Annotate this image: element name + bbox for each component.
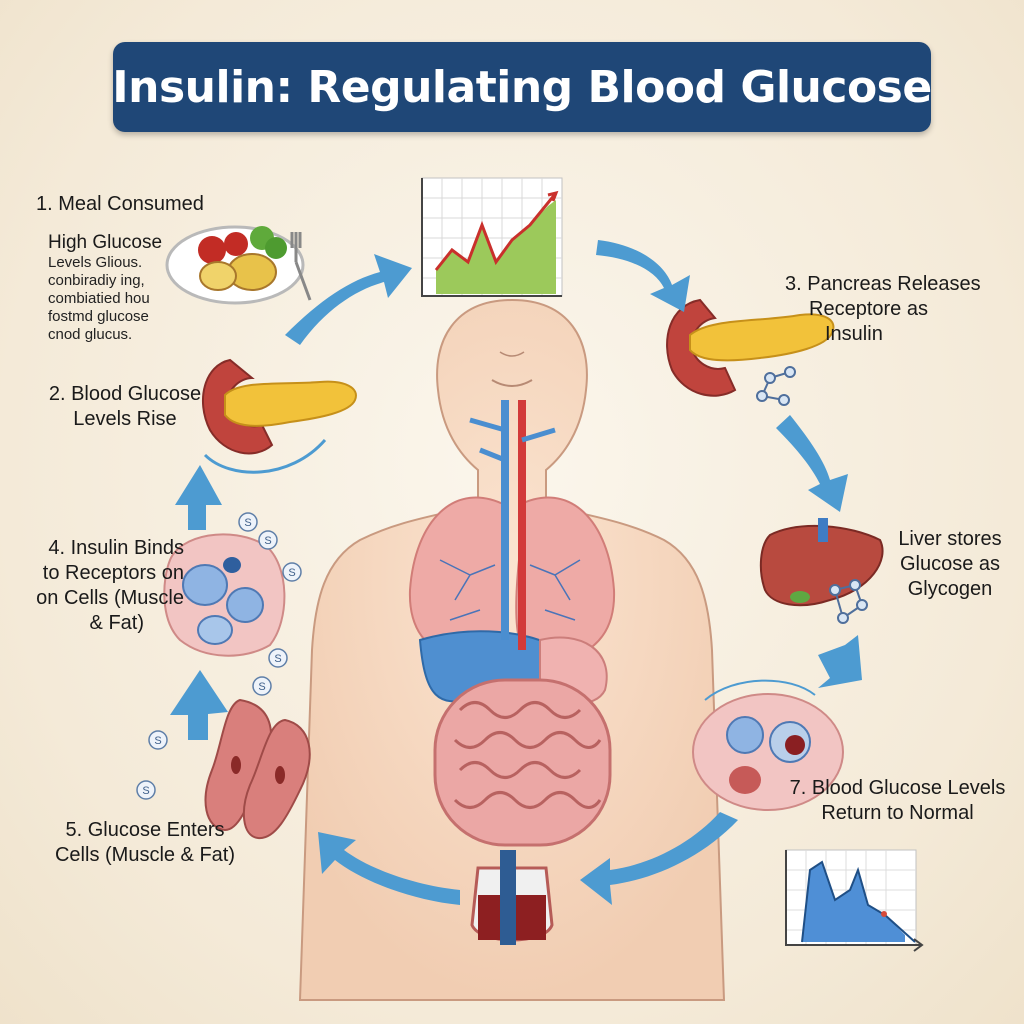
step5-line1: 5. Glucose Enters [65, 819, 225, 841]
fat-cells [163, 533, 286, 657]
arrow-blood-to-center [580, 812, 738, 905]
step4-line3: on Cells (Muscle [36, 587, 184, 609]
step5-label: 5. Glucose Enters Cells (Muscle & Fat) [40, 818, 250, 868]
molecule-label: S [244, 517, 251, 529]
step4-line4: & Fat) [89, 612, 144, 634]
title-banner: Insulin: Regulating Blood Glucose [112, 42, 932, 132]
step2-label: 2. Blood Glucose Levels Rise [40, 382, 210, 432]
step1-line6: cnod glucus. [48, 326, 133, 343]
step1-line1: High Glucose [48, 232, 163, 253]
step3-line1: 3. Pancreas Releases [785, 273, 981, 295]
arrow-cells-to-pancreas [175, 465, 222, 530]
step6-line2: Glucose as [899, 553, 1001, 575]
pancreas-left [201, 358, 357, 474]
molecule-label: S [142, 785, 149, 797]
step3-line3: Insulin [825, 323, 883, 345]
step4-line1: 4. Insulin Binds [48, 537, 184, 559]
arrow-pancreas-to-liver [776, 415, 848, 512]
lungs [408, 496, 616, 662]
step1-line3: conbiradiy ing, [48, 272, 145, 289]
glucose-spike-graph [421, 177, 563, 297]
molecule-label: S [154, 735, 161, 747]
intestines [433, 678, 612, 847]
step6-line1: Liver stores [898, 528, 1002, 550]
liver-icon [759, 518, 884, 624]
step2-line2: Levels Rise [73, 408, 177, 430]
step6-label: Liver stores Glucose as Glycogen [890, 527, 1010, 602]
arrow-graph-to-pancreas [596, 240, 690, 312]
step6-line3: Glycogen [907, 578, 993, 600]
glucose-molecules: S S S S S S S [136, 512, 302, 800]
molecule-label: S [264, 535, 271, 547]
step1-heading: 1. Meal Consumed [36, 193, 204, 215]
step1-details: Levels Glious. conbiradiy ing, combiatie… [48, 254, 188, 344]
step1-line2: Levels Glious. [48, 254, 143, 271]
pancreas-right [666, 298, 835, 406]
glucose-normal-graph [785, 849, 924, 952]
step1-line5: fostmd glucose [48, 308, 149, 325]
insulin-molecule [756, 366, 796, 406]
meal-plate [165, 225, 312, 305]
bladder [470, 850, 554, 945]
molecule-label: S [288, 567, 295, 579]
molecule-label: S [258, 681, 265, 693]
page-title: Insulin: Regulating Blood Glucose [112, 61, 932, 113]
arrow-liver-to-blood [818, 635, 862, 688]
step5-line2: Cells (Muscle & Fat) [54, 844, 236, 866]
step4-line2: to Receptors on [42, 562, 184, 584]
step2-line1: 2. Blood Glucose [48, 383, 202, 405]
step7-label: 7. Blood Glucose Levels Return to Normal [780, 776, 1015, 826]
arrow-center-to-muscle [318, 832, 460, 905]
muscle-cells [204, 698, 311, 840]
step7-line1: 7. Blood Glucose Levels [789, 777, 1006, 799]
molecule-label: S [274, 653, 281, 665]
step3-line2: Receptore as [809, 298, 928, 320]
flow-arrows [170, 240, 862, 905]
arrow-muscle-to-cells [170, 670, 228, 740]
arrow-1-to-graph [285, 254, 412, 345]
step7-line2: Return to Normal [821, 802, 974, 824]
step1-line4: combiatied hou [48, 290, 150, 307]
step4-label: 4. Insulin Binds to Receptors on on Cell… [14, 536, 184, 636]
step3-label: 3. Pancreas Releases Receptore as Insuli… [785, 272, 1005, 347]
blood-cells [692, 679, 844, 811]
